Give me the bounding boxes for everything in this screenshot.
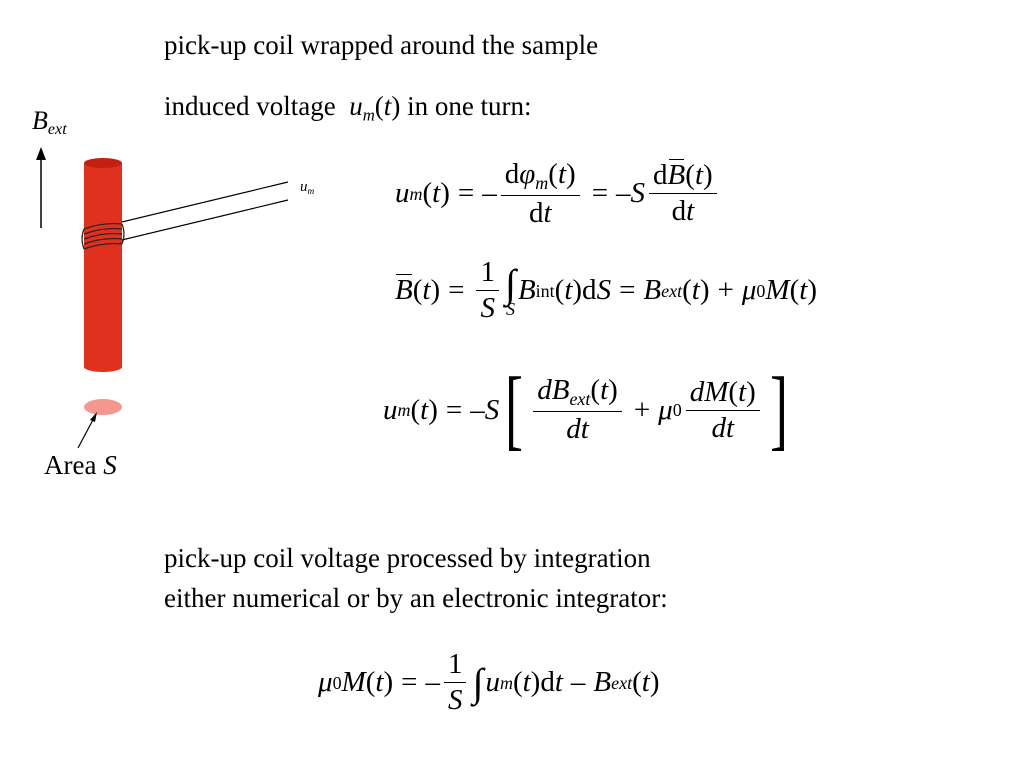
coil-voltage-label: um [300,179,315,197]
text-integrator: either numerical or by an electronic int… [164,583,668,613]
text-integration: pick-up coil voltage processed by integr… [164,543,651,573]
pickup-coil [81,222,125,250]
field-label: Bext [32,106,67,139]
field-arrow [36,147,46,228]
coil-leads [121,181,289,241]
coil-diagram [36,147,289,449]
area-label: Area S [44,450,117,480]
cross-section-area [84,399,122,415]
area-pointer [77,415,96,449]
heading-pickup-coil: pick-up coil wrapped around the sample [164,30,599,60]
sample-rod [84,158,122,372]
heading-induced-voltage: induced voltage um(t) in one turn: [164,91,532,125]
